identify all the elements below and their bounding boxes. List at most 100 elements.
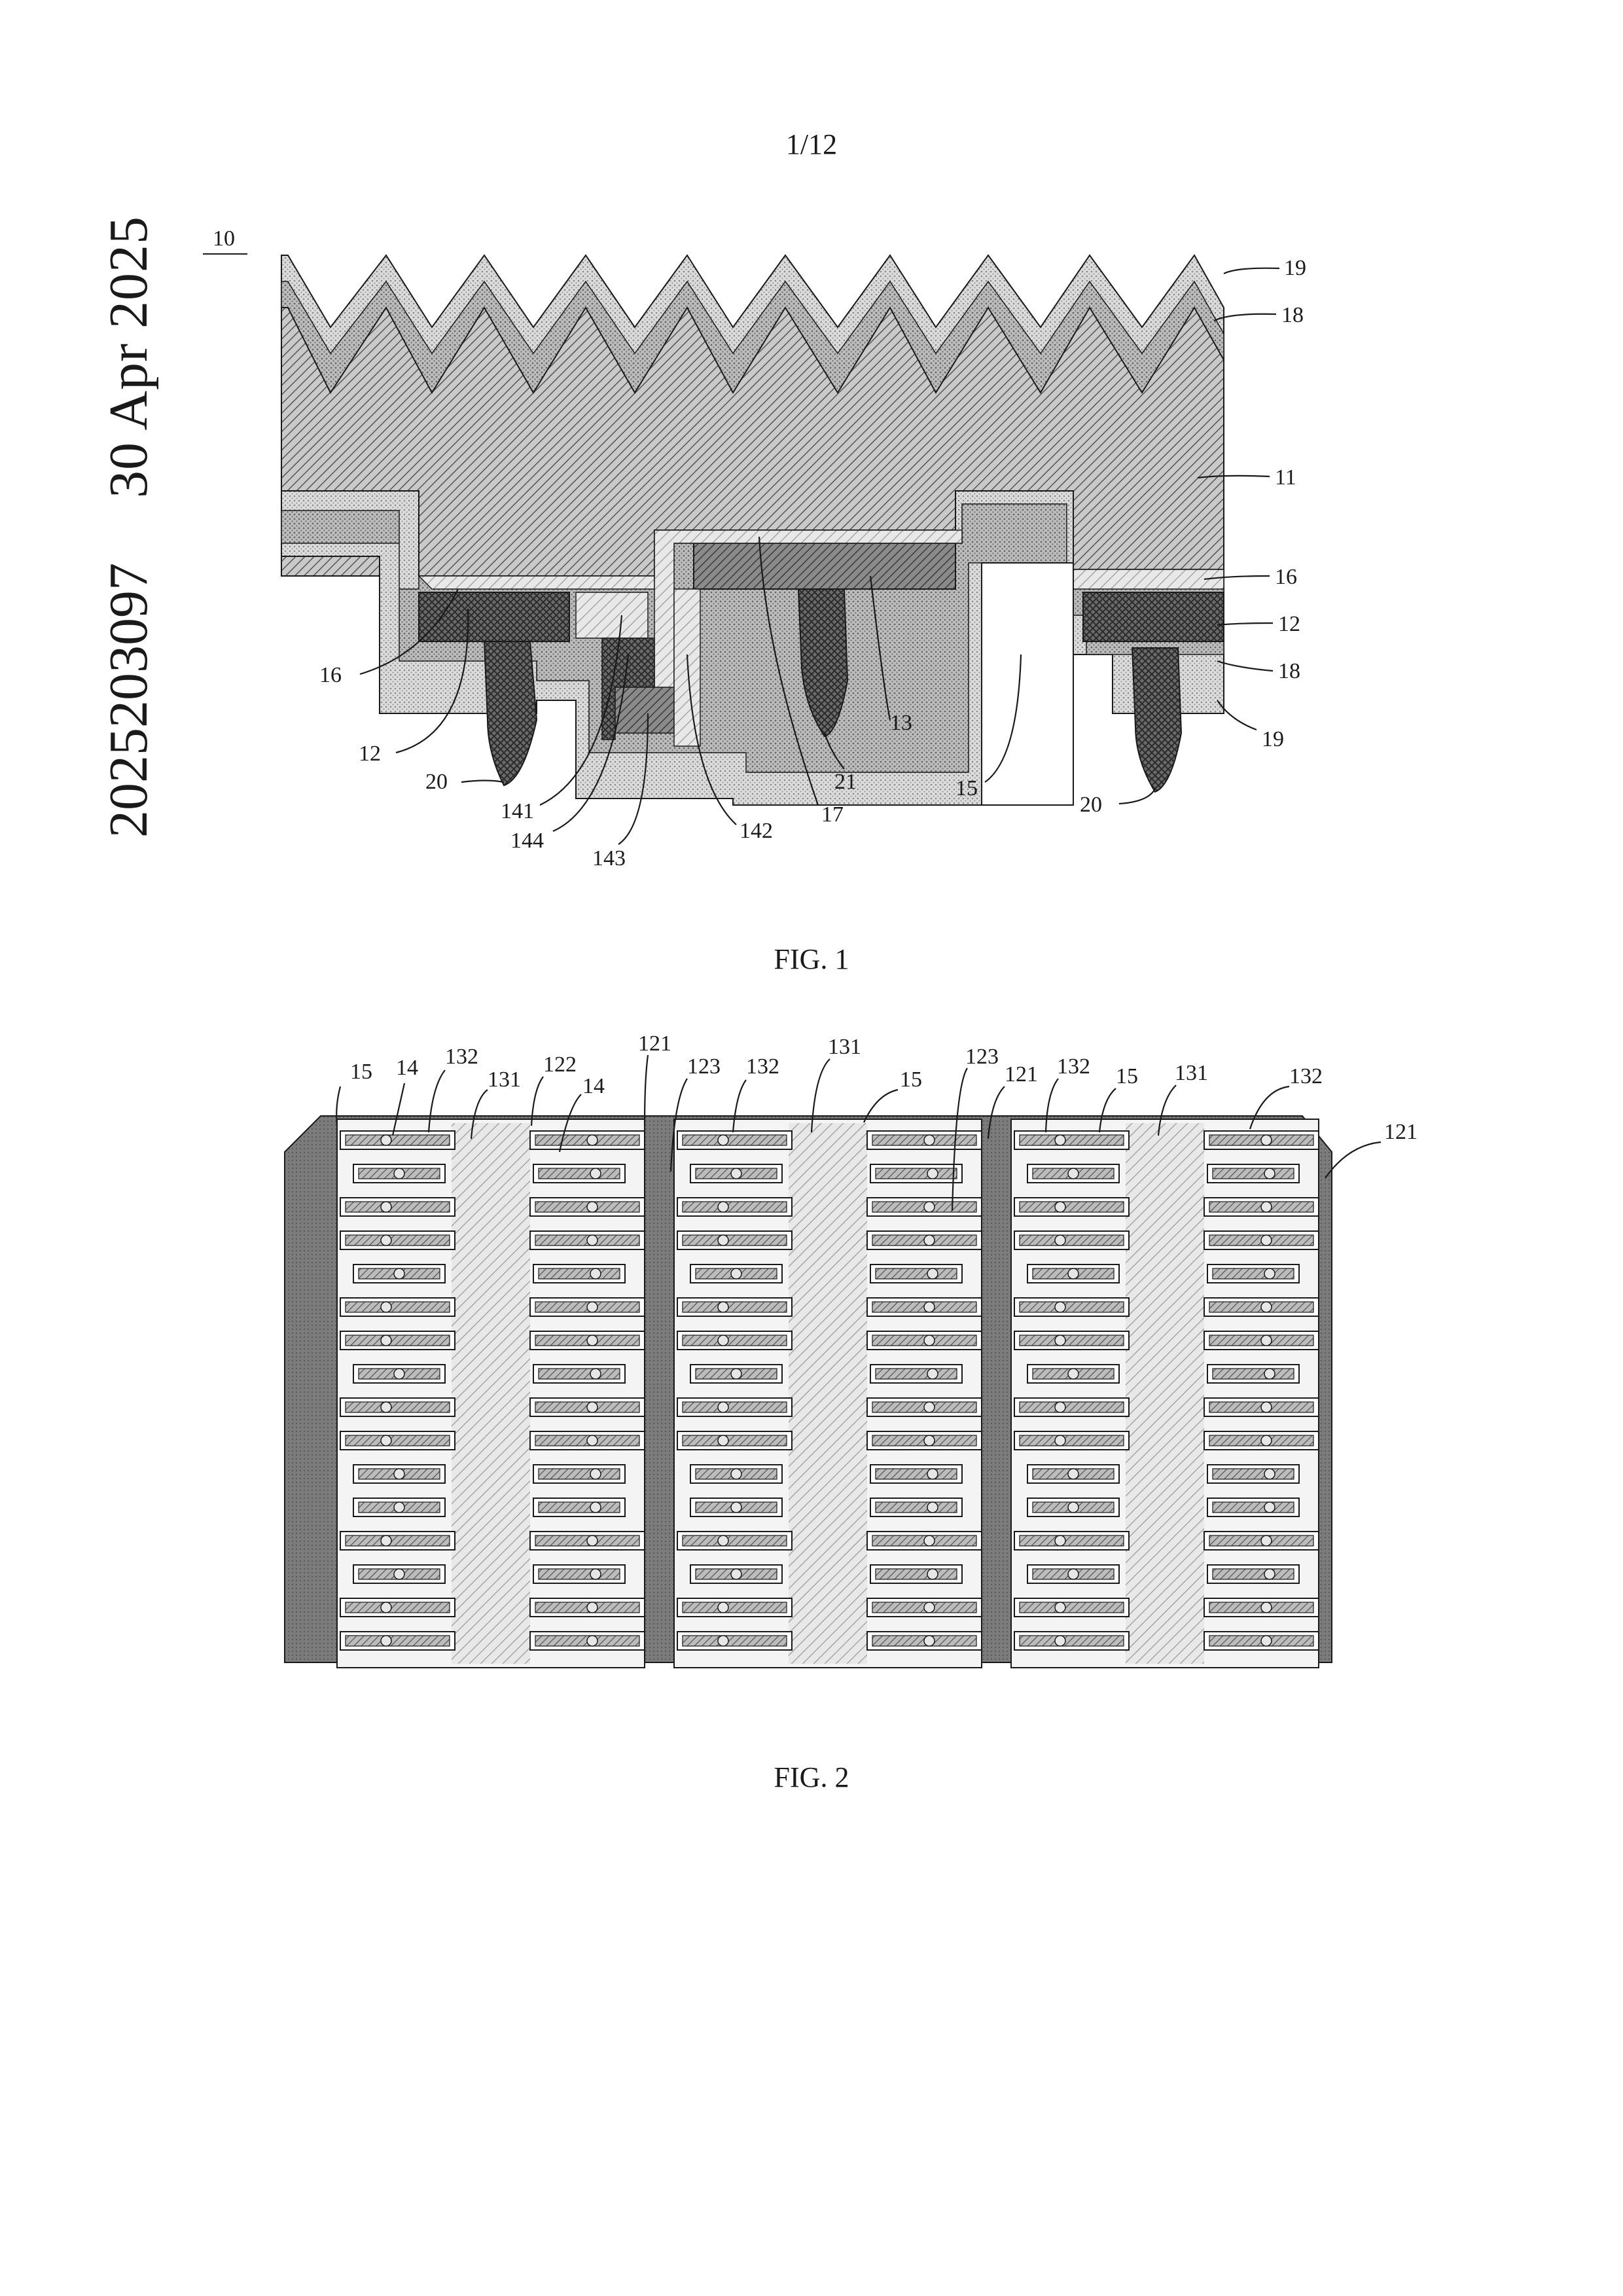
contact-14-left <box>394 1268 404 1279</box>
contact-14-right <box>1264 1268 1275 1279</box>
contact-14-left <box>718 1535 728 1546</box>
leader-19a <box>1224 268 1279 274</box>
contact-14-left <box>381 1636 391 1646</box>
finger-132-left <box>1020 1636 1124 1646</box>
contact-14-right <box>924 1602 935 1613</box>
contact-14-left <box>1068 1569 1079 1579</box>
contact-14-right <box>590 1569 601 1579</box>
finger-132-left <box>683 1435 787 1446</box>
label-14-a: 14 <box>396 1056 418 1080</box>
figure-1-caption: FIG. 1 <box>774 942 849 976</box>
contact-14-right <box>1261 1135 1272 1145</box>
contact-14-left <box>381 1135 391 1145</box>
contact-14-right <box>590 1469 601 1479</box>
label-11: 11 <box>1275 465 1296 490</box>
label-132-b: 132 <box>746 1054 779 1079</box>
finger-132-right <box>876 1469 957 1479</box>
contact-14-right <box>590 1369 601 1379</box>
contact-14-left <box>394 1369 404 1379</box>
contact-14-left <box>394 1502 404 1513</box>
contact-14-left <box>1055 1602 1065 1613</box>
finger-132-left <box>683 1202 787 1212</box>
contact-14-left <box>731 1369 741 1379</box>
contact-14-right <box>1264 1502 1275 1513</box>
contact-14-right <box>1261 1335 1272 1346</box>
label-15-b: 15 <box>900 1067 922 1092</box>
contact-14-right <box>1261 1602 1272 1613</box>
finger-132-right <box>876 1569 957 1579</box>
contact-14-left <box>731 1469 741 1479</box>
electrode-20-right <box>1132 648 1181 792</box>
contact-14-right <box>1264 1168 1275 1179</box>
finger-132-right <box>539 1268 620 1279</box>
electrode-20-left <box>484 641 537 785</box>
finger-132-left <box>683 1602 787 1613</box>
contact-14-left <box>1068 1369 1079 1379</box>
contact-14-left <box>381 1435 391 1446</box>
contact-14-left <box>381 1202 391 1212</box>
busbar-131 <box>1126 1123 1204 1664</box>
layer-141 <box>576 592 648 638</box>
label-16r: 16 <box>1275 565 1297 589</box>
finger-132-right <box>539 1369 620 1379</box>
label-132-a: 132 <box>445 1045 478 1069</box>
contact-14-left <box>1055 1335 1065 1346</box>
contact-14-right <box>927 1502 938 1513</box>
label-142: 142 <box>740 819 773 843</box>
contact-14-right <box>1261 1535 1272 1546</box>
contact-14-right <box>1264 1369 1275 1379</box>
contact-14-left <box>381 1235 391 1246</box>
doped-region-13 <box>694 543 955 589</box>
finger-132-left <box>346 1235 450 1246</box>
fig2-rear-view: 15 14 132 131 122 14 121 123 132 131 15 … <box>285 1031 1418 1668</box>
finger-132-right <box>539 1502 620 1513</box>
finger-132-left <box>683 1235 787 1246</box>
contact-14-right <box>587 1636 597 1646</box>
label-14-b: 14 <box>582 1074 605 1098</box>
finger-132-left <box>1020 1402 1124 1412</box>
busbar-131 <box>452 1123 530 1664</box>
layer-142 <box>674 589 700 746</box>
label-12l: 12 <box>359 742 381 766</box>
contact-14-right <box>590 1168 601 1179</box>
contact-14-right <box>924 1335 935 1346</box>
contact-14-left <box>394 1569 404 1579</box>
label-132-c: 132 <box>1057 1054 1090 1079</box>
label-131-b: 131 <box>828 1035 861 1059</box>
contact-14-left <box>731 1502 741 1513</box>
contact-14-left <box>718 1335 728 1346</box>
label-21: 21 <box>834 770 857 794</box>
finger-132-left <box>346 1202 450 1212</box>
contact-14-left <box>718 1202 728 1212</box>
label-121-a: 121 <box>638 1031 671 1056</box>
finger-132-left <box>683 1535 787 1546</box>
finger-132-left <box>346 1402 450 1412</box>
finger-132-left <box>1020 1302 1124 1312</box>
contact-14-left <box>718 1602 728 1613</box>
label-131-a: 131 <box>488 1067 521 1092</box>
contact-14-left <box>394 1469 404 1479</box>
contact-14-left <box>1055 1636 1065 1646</box>
leader-121-a <box>645 1055 648 1126</box>
contact-14-right <box>924 1402 935 1412</box>
figure-2-caption: FIG. 2 <box>774 1761 849 1794</box>
label-123-a: 123 <box>687 1054 721 1079</box>
contact-14-left <box>1055 1435 1065 1446</box>
finger-132-left <box>683 1402 787 1412</box>
contact-14-right <box>1261 1636 1272 1646</box>
contact-14-left <box>1055 1302 1065 1312</box>
label-123-b: 123 <box>965 1045 999 1069</box>
contact-14-right <box>587 1135 597 1145</box>
tunnel-layer-16 <box>419 576 654 589</box>
contact-14-right <box>587 1235 597 1246</box>
contact-14-right <box>590 1502 601 1513</box>
label-143: 143 <box>592 846 626 870</box>
contact-14-right <box>590 1268 601 1279</box>
contact-14-right <box>924 1435 935 1446</box>
leader-121-c <box>1325 1142 1381 1178</box>
contact-14-left <box>381 1402 391 1412</box>
contact-14-left <box>1068 1168 1079 1179</box>
label-17: 17 <box>821 802 844 827</box>
finger-132-right <box>1213 1469 1294 1479</box>
contact-14-left <box>381 1535 391 1546</box>
